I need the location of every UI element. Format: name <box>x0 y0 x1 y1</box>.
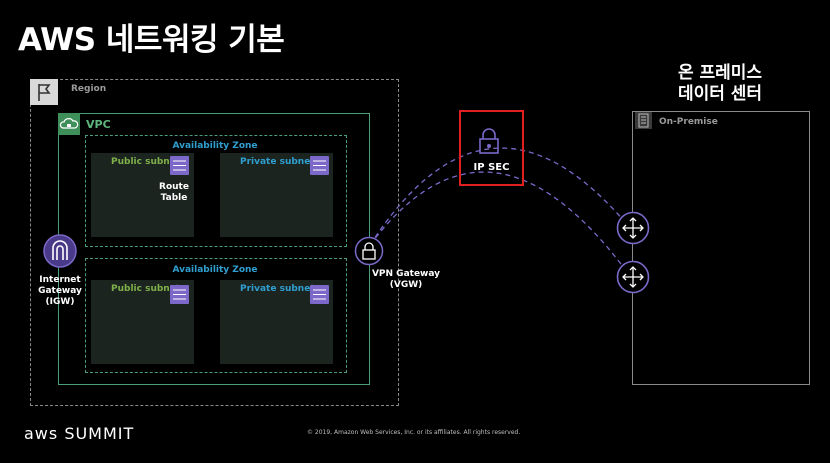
public-subnet-1-label: Public subnet <box>111 157 181 167</box>
subnet-icon <box>170 156 189 175</box>
lock-icon <box>476 126 502 156</box>
on-premise-boundary <box>632 111 810 385</box>
page-title: AWS 네트워킹 기본 <box>18 22 285 58</box>
internet-gateway-icon <box>42 233 78 269</box>
vpn-gateway-label: VPN Gateway (VGW) <box>371 269 441 290</box>
private-subnet-1-label: Private subnet <box>240 157 315 167</box>
cloud-lock-icon <box>58 113 80 135</box>
building-icon <box>635 112 652 129</box>
ipsec-label: IP SEC <box>473 162 510 173</box>
region-label: Region <box>71 84 107 94</box>
subnet-icon <box>170 285 189 304</box>
on-premise-label: On-Premise <box>659 117 718 127</box>
on-premise-title: 온 프레미스 데이터 센터 <box>677 63 763 104</box>
route-table-label: Route Table <box>159 182 189 203</box>
az-2-label: Availability Zone <box>172 265 258 275</box>
region-boundary <box>30 79 399 406</box>
flag-icon <box>30 79 58 105</box>
vpc-label: VPC <box>86 118 111 131</box>
internet-gateway-label: Internet Gateway (IGW) <box>38 275 82 307</box>
availability-zone-2 <box>85 258 347 373</box>
router-icon <box>616 211 650 245</box>
subnet-icon <box>310 156 329 175</box>
copyright-text: © 2019, Amazon Web Services, Inc. or its… <box>307 429 521 436</box>
subnet-icon <box>310 285 329 304</box>
public-subnet-2-label: Public subnet <box>111 284 181 294</box>
private-subnet-2-label: Private subnet <box>240 284 315 294</box>
ipsec-highlight-box <box>459 110 524 186</box>
aws-summit-logo: aws SUMMIT <box>24 424 135 443</box>
router-icon <box>616 260 650 294</box>
availability-zone-1 <box>85 135 347 247</box>
vpn-gateway-icon <box>354 236 384 266</box>
az-1-label: Availability Zone <box>172 141 258 151</box>
